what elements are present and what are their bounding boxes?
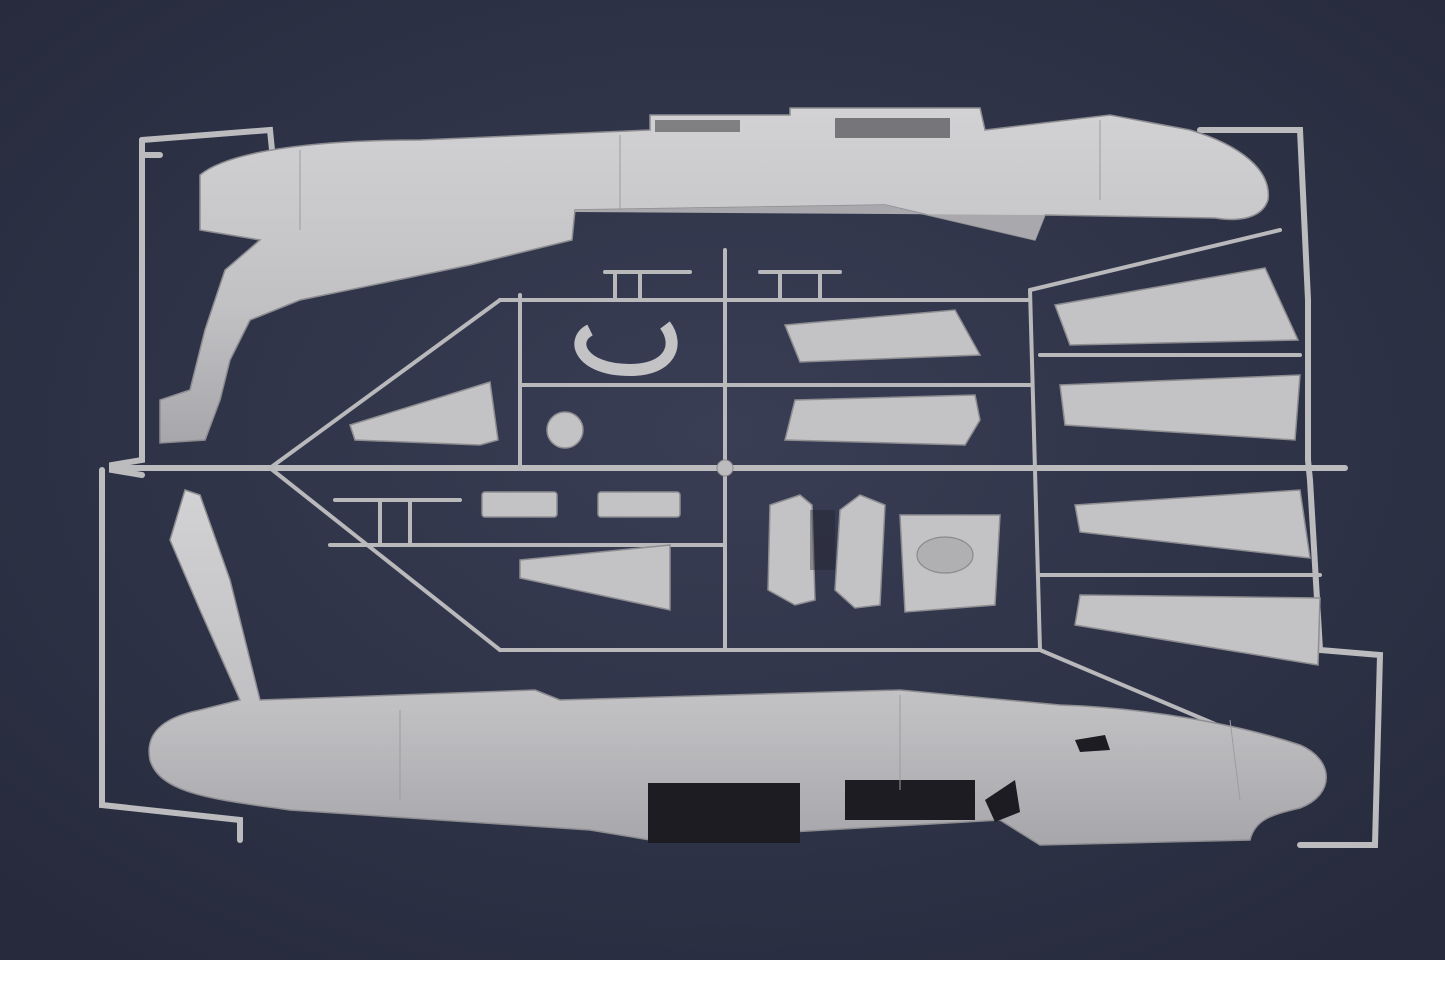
wing-panels-center (783, 309, 982, 446)
sprue-hub (716, 459, 734, 477)
fuselage-half-bottom (148, 489, 1327, 846)
fuselage-half-top (159, 107, 1270, 444)
wing-panels-right (1053, 267, 1321, 666)
small-parts-upper (349, 321, 678, 449)
sprue-frame (99, 126, 1384, 848)
bottom-white-band (0, 960, 1445, 990)
small-parts-lower (481, 491, 1001, 613)
